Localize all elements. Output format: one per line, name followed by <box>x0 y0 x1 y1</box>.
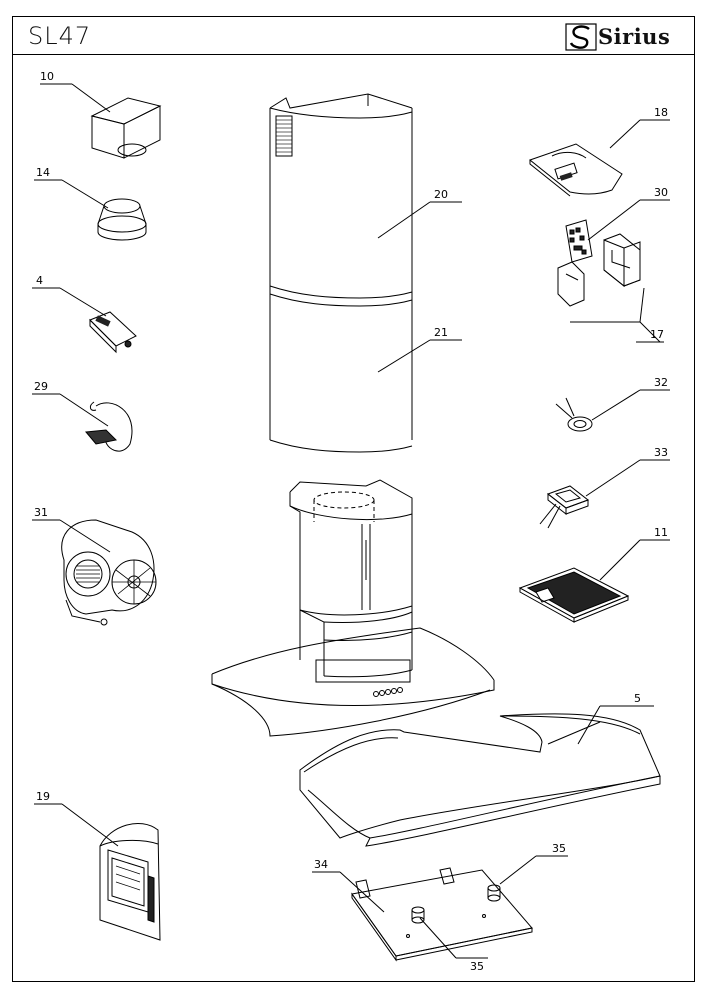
part-34-filter-plate <box>312 867 533 962</box>
part-33-lamp-housing <box>539 459 670 529</box>
part-18-control-bracket <box>528 119 670 197</box>
part-5-glass-panel <box>299 705 661 847</box>
hood-canopy <box>211 627 495 737</box>
callout-33: 33 <box>654 446 668 459</box>
callout-10: 10 <box>40 70 54 83</box>
part-17-electronic-box <box>557 233 664 343</box>
part-32-halogen-lamp <box>555 389 670 432</box>
part-35-knob-front <box>411 906 488 959</box>
callout-21: 21 <box>434 326 448 339</box>
part-14-reducer-ring <box>34 179 147 241</box>
callout-5: 5 <box>634 692 641 705</box>
callout-18: 18 <box>654 106 668 119</box>
callout-30: 30 <box>654 186 668 199</box>
callout-14: 14 <box>36 166 50 179</box>
part-10-duct-connector <box>40 83 162 159</box>
brand-name: Sirius <box>598 24 671 49</box>
part-19-instruction-manual <box>34 803 161 941</box>
callout-17: 17 <box>650 328 664 341</box>
part-31-blower-motor <box>32 519 157 626</box>
callout-19: 19 <box>36 790 50 803</box>
callout-31: 31 <box>34 506 48 519</box>
callout-32: 32 <box>654 376 668 389</box>
drawing-frame <box>12 16 695 982</box>
callout-4: 4 <box>36 274 43 287</box>
part-11-grease-filter <box>518 539 670 623</box>
callout-11: 11 <box>654 526 668 539</box>
header-divider <box>12 54 695 55</box>
part-29-wire-harness <box>32 393 133 452</box>
part-30-circuit-board <box>565 199 670 263</box>
callout-20: 20 <box>434 188 448 201</box>
callout-35-front: 35 <box>470 960 484 973</box>
callout-34: 34 <box>314 858 328 871</box>
callout-29: 29 <box>34 380 48 393</box>
sirius-s-logo-icon <box>565 23 597 51</box>
part-20-21-chimney <box>269 93 462 453</box>
part-4-connector <box>32 287 137 354</box>
callout-35-rear: 35 <box>552 842 566 855</box>
hood-body <box>289 479 413 683</box>
model-code: SL47 <box>28 22 92 50</box>
part-35-knob-rear <box>487 855 568 902</box>
